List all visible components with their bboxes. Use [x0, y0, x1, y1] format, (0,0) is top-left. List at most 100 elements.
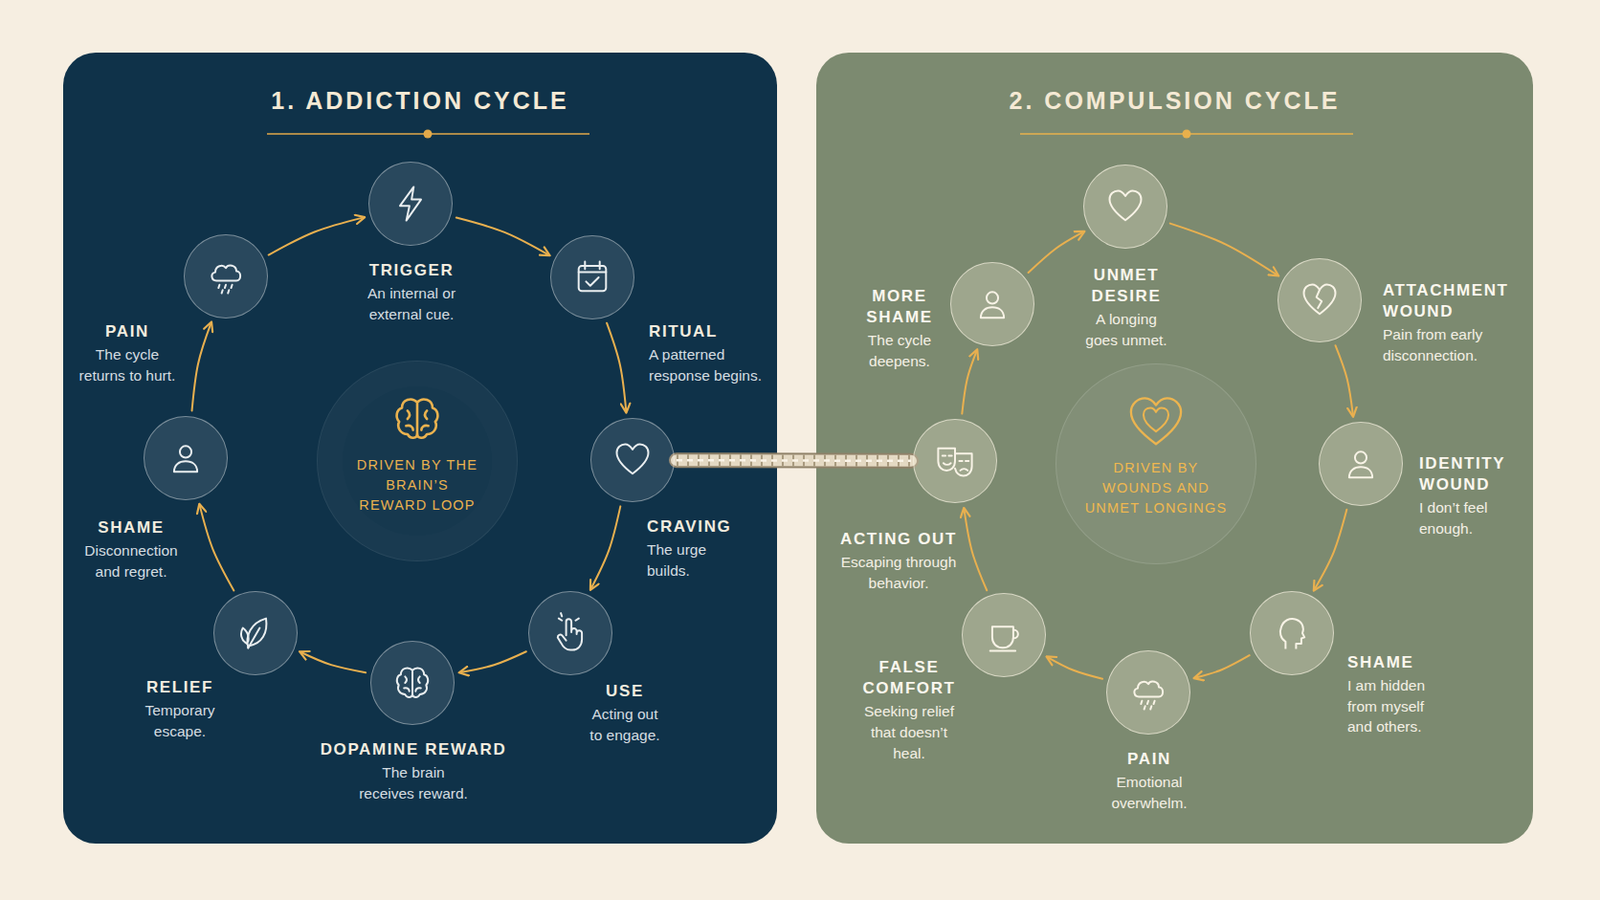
node-icon: [571, 256, 614, 299]
node-icon: [982, 614, 1025, 657]
node-label: RELIEFTemporary escape.: [137, 677, 223, 742]
node-icon: [234, 612, 277, 655]
cycle-arrow: [961, 350, 977, 414]
stage-description: An internal or external cue.: [354, 283, 469, 325]
node-label: UNMET DESIREA longing goes unmet.: [1081, 265, 1173, 352]
stage-description: I am hidden from myself and others.: [1347, 675, 1438, 738]
stage-circle: ATTACHMENT WOUNDPain from early disconne…: [1277, 258, 1362, 343]
stage-description: A longing goes unmet.: [1081, 309, 1173, 351]
node-label: MORE SHAMEThe cycle deepens.: [860, 286, 939, 373]
cycle-arrow: [456, 218, 550, 256]
stage-description: Pain from early disconnection.: [1382, 324, 1490, 366]
stage-heading: USE: [605, 681, 645, 703]
icon-shape: [1109, 190, 1141, 221]
icon-shape: [397, 400, 439, 439]
stage-description: The cycle returns to hurt.: [75, 344, 179, 386]
stage-circle: SHAMEDisconnection and regret.: [143, 416, 228, 501]
hub-caption: DRIVEN BY THE BRAIN’S REWARD LOOP: [355, 455, 479, 516]
hub-circle: DRIVEN BY THE BRAIN’S REWARD LOOP: [316, 360, 518, 562]
node-label: PAINThe cycle returns to hurt.: [75, 321, 179, 386]
stage-description: The brain receives reward.: [356, 762, 470, 804]
icon-shape: [1279, 619, 1304, 649]
stage-circle: MORE SHAMEThe cycle deepens.: [950, 262, 1035, 347]
cycle-arrow: [1047, 657, 1104, 680]
node-icon: [1104, 185, 1147, 228]
stage-heading: SHAME: [1347, 652, 1414, 674]
icon-shape: [173, 445, 197, 472]
node-label: IDENTITY WOUNDI don’t feel enough.: [1419, 453, 1506, 540]
stage-heading: PAIN: [1127, 749, 1172, 771]
node-label: SHAMEI am hidden from myself and others.: [1347, 652, 1438, 738]
stage-heading: UNMET DESIRE: [1091, 265, 1162, 308]
stage-description: Temporary escape.: [137, 700, 223, 742]
node-icon: [1127, 671, 1170, 714]
icon-shape: [400, 186, 422, 221]
stage-heading: PAIN: [105, 321, 150, 343]
cycle-arrow: [192, 323, 212, 412]
node-label: TRIGGERAn internal or external cue.: [354, 260, 469, 325]
node-label: ACTING OUTEscaping through behavior.: [839, 529, 958, 594]
panel-title: 2. COMPULSION CYCLE: [816, 87, 1534, 115]
cycle-arrow: [268, 217, 364, 255]
cycle-arrow: [1313, 510, 1347, 591]
stage-circle: TRIGGERAn internal or external cue.: [368, 161, 453, 246]
icon-shape: [396, 667, 427, 697]
node-icon: [389, 182, 432, 225]
node-icon: [389, 391, 445, 447]
node-icon: [611, 439, 654, 482]
cycle-arrow: [606, 323, 626, 413]
node-label: PAINEmotional overwhelm.: [1105, 749, 1194, 814]
icon-shape: [211, 265, 241, 293]
node-icon: [1128, 394, 1184, 450]
stage-heading: TRIGGER: [369, 260, 455, 282]
title-dot: [1182, 130, 1192, 139]
node-label: RITUALA patterned response begins.: [648, 321, 769, 386]
stage-circle: PAINEmotional overwhelm.: [1106, 650, 1191, 735]
stage-circle: DOPAMINE REWARDThe brain receives reward…: [370, 641, 455, 726]
icon-shape: [616, 444, 648, 474]
panel-ground: [63, 52, 778, 845]
stage-circle: FALSE COMFORTSeeking relief that doesn’t…: [961, 593, 1046, 678]
cycle-arrow: [1028, 231, 1085, 273]
icon-shape: [556, 613, 581, 651]
stage-circle: SHAMEI am hidden from myself and others.: [1249, 591, 1334, 676]
node-label: ATTACHMENT WOUNDPain from early disconne…: [1382, 280, 1510, 367]
rope-outline: [676, 452, 912, 469]
stage-description: Acting out to engage.: [584, 704, 666, 746]
stage-description: The cycle deepens.: [860, 330, 939, 372]
stage-heading: ACTING OUT: [840, 529, 957, 551]
icon-shape: [1348, 451, 1372, 478]
icon-shape: [240, 618, 266, 648]
node-icon: [1298, 279, 1341, 322]
stage-description: A patterned response begins.: [648, 344, 769, 386]
stage-heading: CRAVING: [646, 516, 732, 538]
icon-shape: [979, 291, 1003, 318]
hub-circle: DRIVEN BY WOUNDS AND UNMET LONGINGS: [1055, 363, 1257, 565]
icon-shape: [937, 447, 972, 476]
connector-group: [192, 217, 1354, 679]
stage-heading: ATTACHMENT WOUND: [1382, 280, 1510, 323]
braided-rope: [676, 454, 912, 467]
node-icon: [549, 612, 592, 655]
panel-ground: [816, 52, 1534, 845]
icon-shape: [989, 626, 1018, 651]
stage-circle: IDENTITY WOUNDI don’t feel enough.: [1318, 422, 1403, 507]
stage-description: Escaping through behavior.: [839, 552, 958, 594]
node-icon: [204, 255, 247, 298]
stage-circle: RITUALA patterned response begins.: [550, 235, 635, 320]
cycle-arrow: [200, 505, 235, 592]
stage-heading: FALSE COMFORT: [862, 657, 956, 700]
stage-circle: PAINThe cycle returns to hurt.: [183, 234, 268, 319]
hub-caption: DRIVEN BY WOUNDS AND UNMET LONGINGS: [1077, 458, 1236, 519]
rope-highlight: [676, 459, 912, 463]
rope-strand: [676, 454, 912, 467]
node-label: DOPAMINE REWARDThe brain receives reward…: [320, 739, 508, 804]
cycle-arrow: [1334, 345, 1353, 416]
cycle-arrow: [590, 506, 621, 589]
node-icon: [391, 662, 434, 705]
node-icon: [933, 440, 977, 483]
cycle-panel: UNMET DESIREA longing goes unmet. ATTACHM…: [816, 52, 1534, 845]
panel-title: 1. ADDICTION CYCLE: [63, 87, 778, 115]
stage-description: The urge builds.: [646, 539, 724, 581]
